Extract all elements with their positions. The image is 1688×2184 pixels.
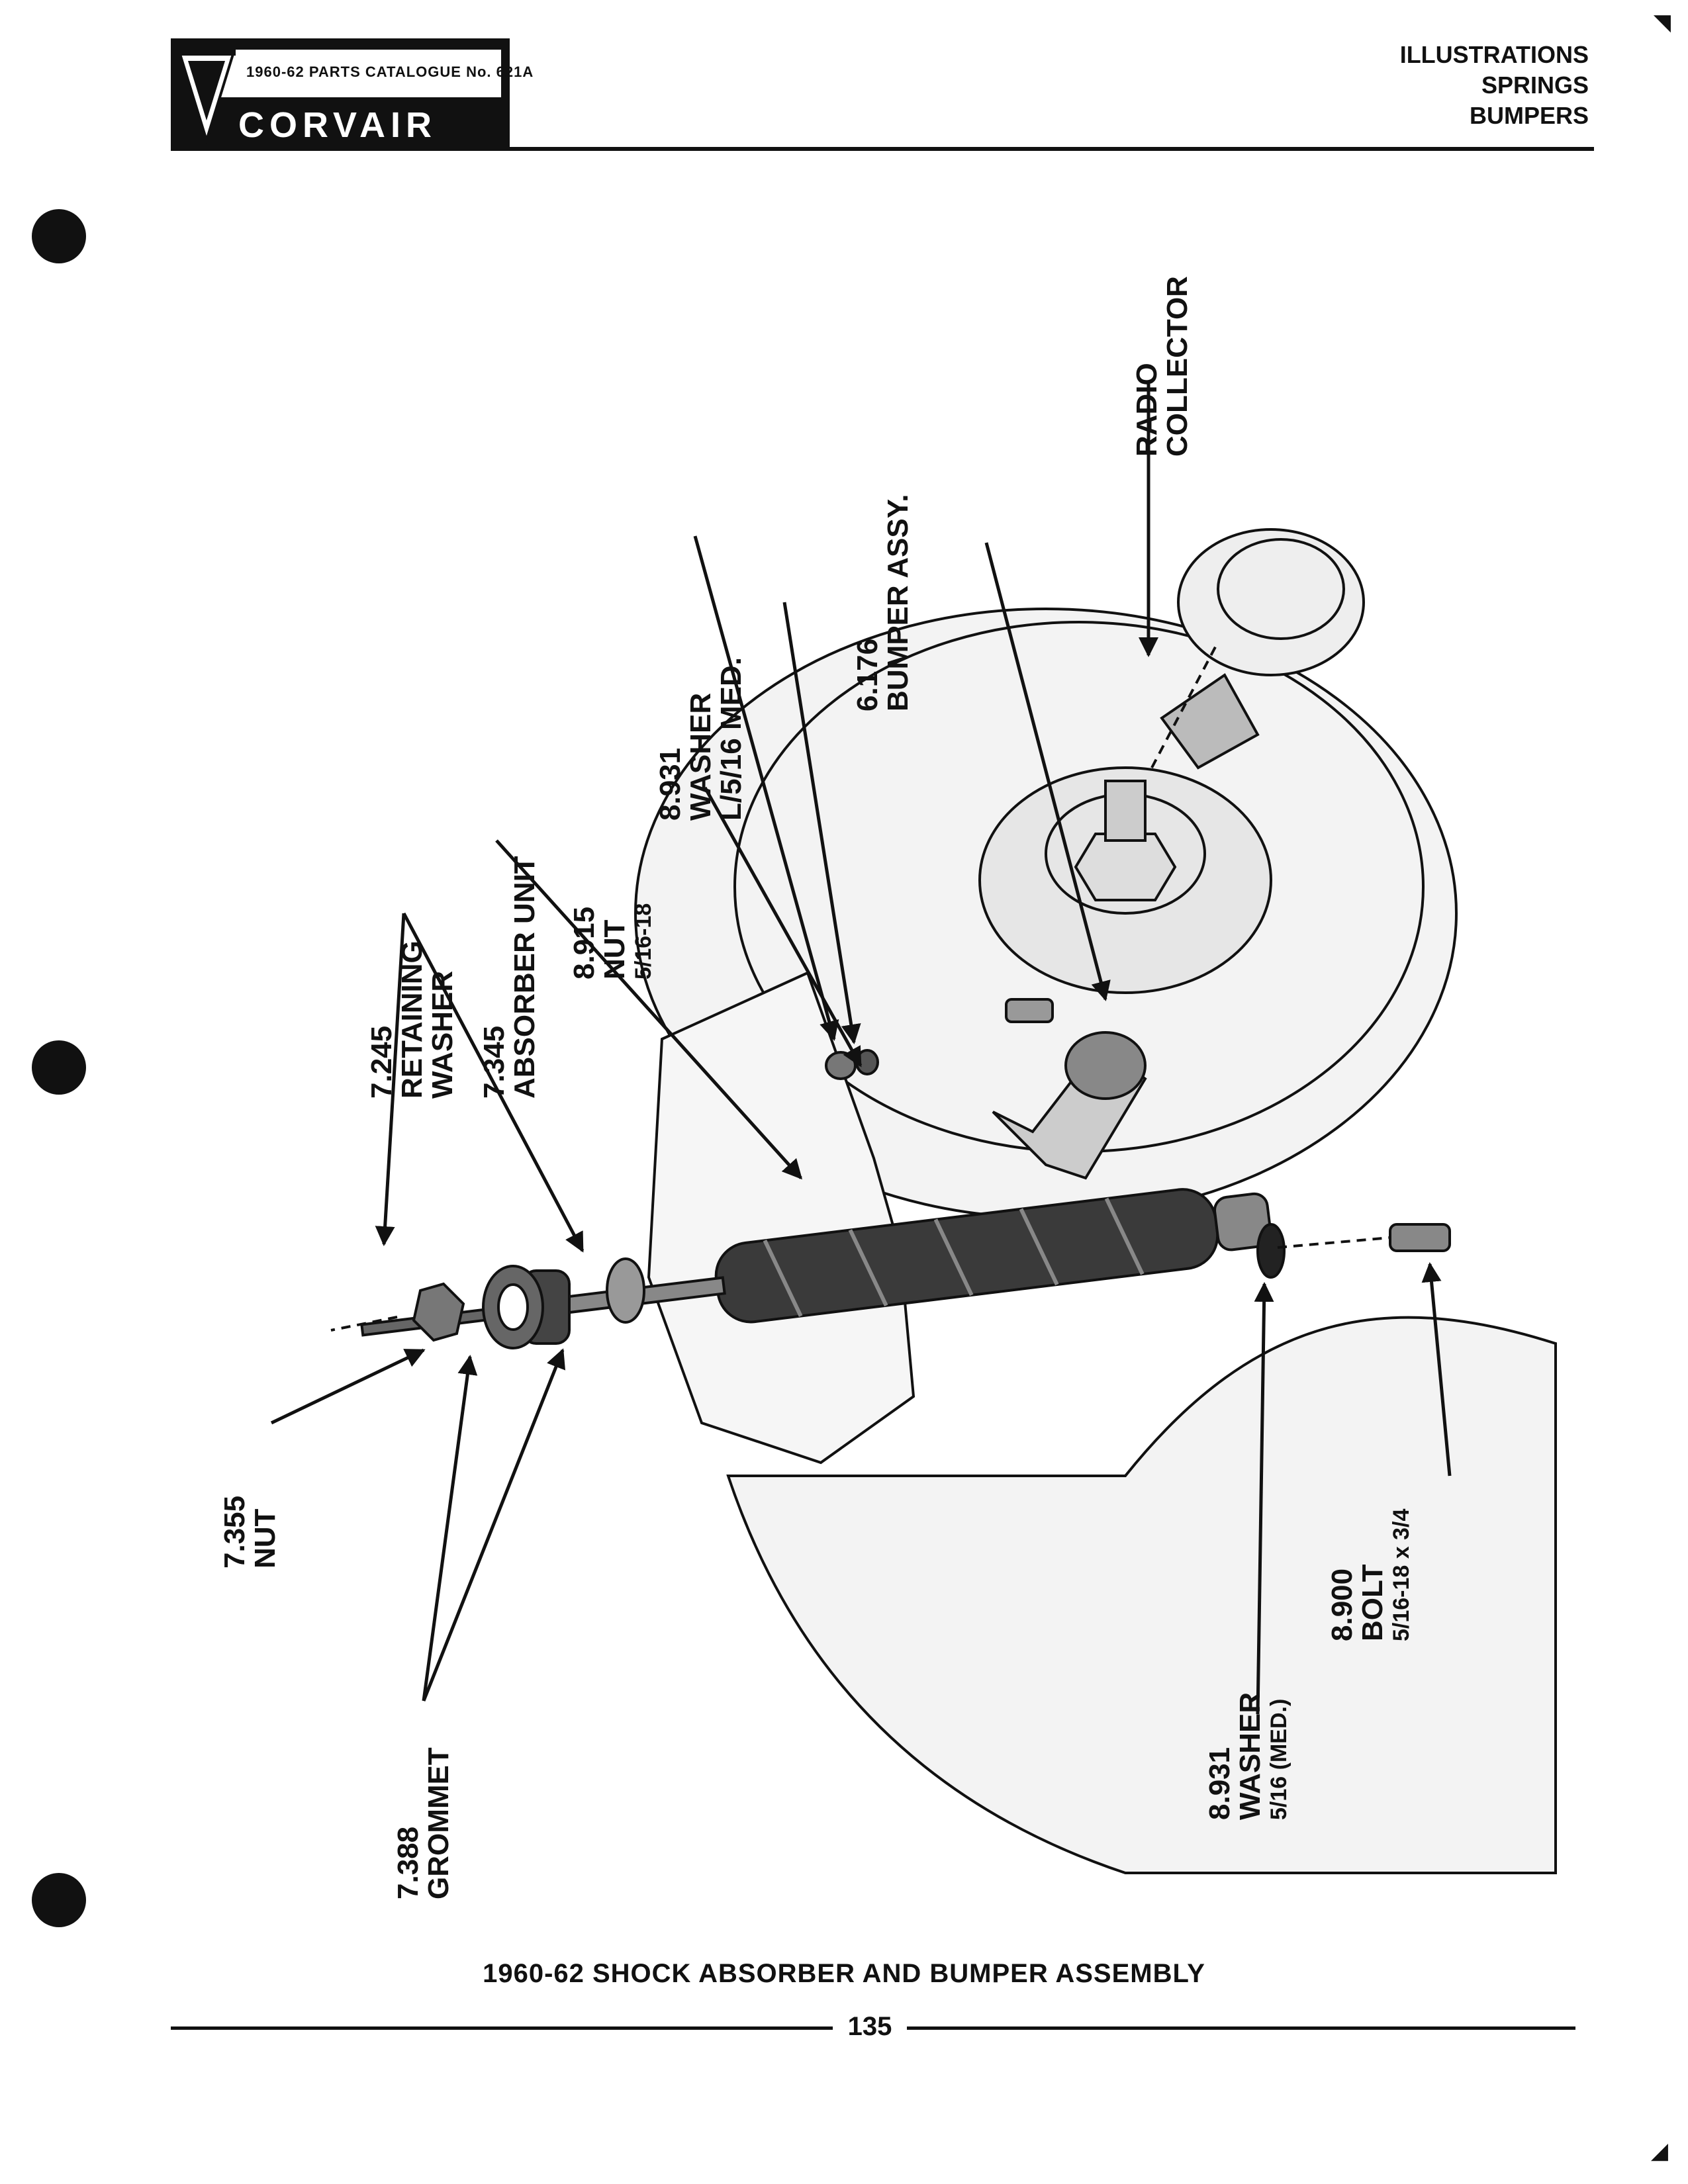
label-bumper-assy: 6.176 BUMPER ASSY. [851,494,914,711]
section-bumpers: BUMPERS [1469,102,1589,129]
corner-mark-top: ◥ [1653,10,1671,35]
section-illustrations: ILLUSTRATIONS [1399,41,1589,68]
corner-mark-bottom: ◢ [1650,2138,1668,2163]
catalogue-label: 1960-62 PARTS CATALOGUE No. 621A [246,64,534,80]
label-washer-top: 8.931 WASHER L/5/16 MED. [654,657,747,821]
label-nut-bottom: 7.355 NUT [218,1495,281,1569]
section-springs: SPRINGS [1481,71,1589,99]
label-absorber-unit: 7.345 ABSORBER UNIT [478,856,541,1099]
brand-wordmark: CORVAIR [238,105,438,145]
punch-hole-top [32,209,86,263]
punch-hole-bottom [32,1873,86,1927]
catalogue-banner [199,48,503,99]
figure-caption: 1960-62 SHOCK ABSORBER AND BUMPER ASSEMB… [483,1959,1205,1988]
label-radio-collector: RADIO COLLECTOR [1131,276,1194,457]
footer-rule-left [171,2026,833,2030]
shock-absorber-exploded-drawing [270,384,1557,1874]
page-number: 135 [847,2012,892,2041]
label-retaining-washer: 7.245 RETAINING WASHER [365,940,459,1099]
footer-rule-right [907,2026,1575,2030]
label-nut-top: 8.915 NUT 5/16-18 [568,903,656,979]
label-bolt: 8.900 BOLT 5/16-18 x 3/4 [1326,1508,1414,1641]
header-rule [171,147,1594,151]
punch-hole-middle [32,1040,86,1095]
label-grommet: 7.388 GROMMET [392,1747,455,1899]
corvair-emblem-icon [177,44,236,144]
label-washer-bottom: 8.931 WASHER 5/16 (MED.) [1203,1692,1291,1820]
